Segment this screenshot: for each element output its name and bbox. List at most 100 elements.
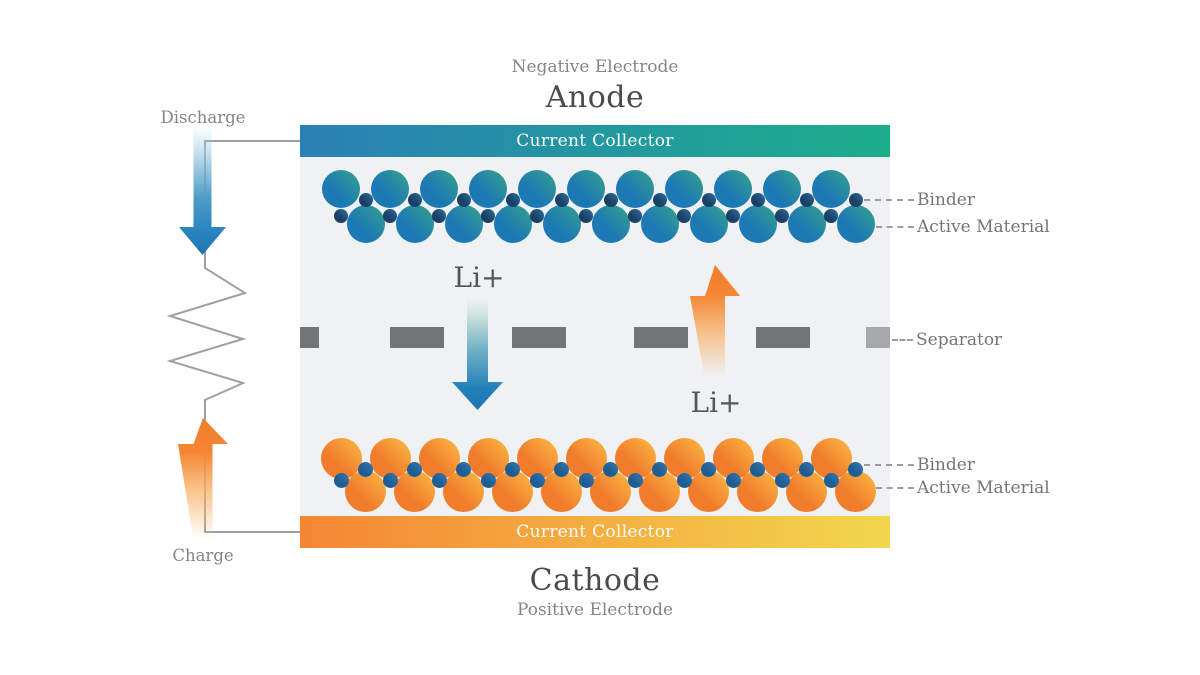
binder-particle [627,472,643,488]
active-material-particle [812,170,850,208]
active-material-particle [443,470,484,512]
binder-particle [725,472,741,488]
active-material-particle [516,437,558,479]
active-material-particle [639,470,680,512]
leader-dash [876,226,914,228]
binder-particle [431,472,447,488]
cathode-current-collector-label: Current Collector [516,522,674,542]
binder-particle [358,461,373,477]
active-material-particle [591,205,630,243]
active-material-particle [567,170,605,208]
active-material-particle [394,470,435,512]
active-material-particle [761,437,803,479]
binder-particle [530,209,544,223]
active-material-particle [518,170,556,208]
active-material-particle [738,205,777,243]
active-material-particle [492,470,533,512]
active-material-particle [590,470,631,512]
binder-particle [652,193,667,207]
leader-dash [876,487,914,489]
separator-dash [634,327,688,348]
anode-current-collector: Current Collector [300,125,890,157]
negative-electrode-subtitle: Negative Electrode [511,57,679,77]
binder-particle [676,472,692,488]
binder-particle [432,209,446,223]
active-material-particle [688,470,729,512]
active-material-particle [640,205,679,243]
binder-particle [774,472,790,488]
binder-particle [407,193,422,207]
binder-particle [701,461,716,477]
binder-particle [652,461,667,477]
leader-dash [892,339,913,341]
active-material-particle [322,170,360,208]
active-material-particle [689,205,728,243]
anode-particle-layer [300,125,890,548]
active-material-particle [493,205,532,243]
binder-particle [383,209,397,223]
leader-dash [864,464,914,466]
binder-particle [333,472,349,488]
binder-particle [554,461,569,477]
active-material-particle [369,437,411,479]
binder-particle [334,209,348,223]
separator-dash [866,327,890,348]
binder-particle [529,472,545,488]
separator-label: Separator [916,330,1003,350]
binder-particle [628,209,642,223]
binder-particle [799,193,814,207]
binder-particle [505,193,520,207]
binder-top-callout: Binder [864,189,975,211]
active-material-particle [444,205,483,243]
active-material-particle [614,437,656,479]
active-material-particle [712,437,754,479]
li-ion-down-label: Li+ [453,261,505,294]
binder-particle [382,472,398,488]
active-material-particle [737,470,778,512]
active-material-particle [665,170,703,208]
li-ion-up-label: Li+ [690,386,742,419]
active-material-particle [371,170,409,208]
active-material-particle [663,437,705,479]
binder-particle [579,209,593,223]
binder-particle [578,472,594,488]
binder-particle [603,193,618,207]
battery-body: Current Collector Current Collector [300,125,890,548]
binder-particle [848,193,863,207]
active-material-particle [320,437,362,479]
separator-dash [300,327,319,348]
active-material-particle [835,470,876,512]
active-material-particle [467,437,509,479]
active-material-particle [565,437,607,479]
binder-particle [726,209,740,223]
cathode-title: Cathode [529,563,661,598]
separator-dash [756,327,810,348]
binder-particle [823,472,839,488]
active-material-particle [418,437,460,479]
binder-particle [603,461,618,477]
binder-particle [505,461,520,477]
active-material-particle [836,205,875,243]
active-material-particle [541,470,582,512]
active-material-particle [787,205,826,243]
active-material-particle [469,170,507,208]
binder-particle [750,461,765,477]
active-material-particle [763,170,801,208]
charge-label: Charge [172,546,234,565]
binder-particle [456,193,471,207]
anode-title: Anode [545,80,645,115]
active-material-particle [542,205,581,243]
binder-particle [481,209,495,223]
active-material-bottom-label: Active Material [917,478,1050,498]
binder-particle [480,472,496,488]
active-material-particle [395,205,434,243]
separator-membrane [300,125,890,548]
discharge-label: Discharge [160,108,246,127]
binder-particle [750,193,765,207]
positive-electrode-subtitle: Positive Electrode [516,600,674,620]
binder-top-label: Binder [917,190,975,210]
active-material-particle [616,170,654,208]
separator-callout: Separator [892,329,1002,351]
active-material-particle [420,170,458,208]
